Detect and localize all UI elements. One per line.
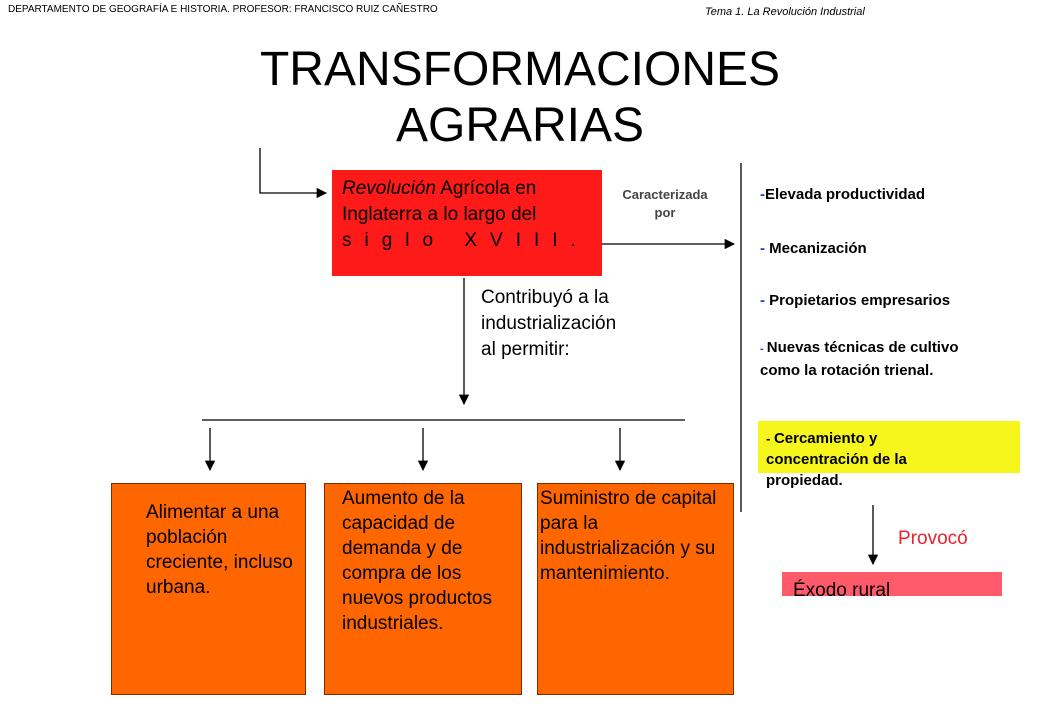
characterized-line-2: por bbox=[654, 205, 676, 220]
feature-text: Mecanización bbox=[769, 240, 867, 257]
feature-mechanization: - Mecanización bbox=[760, 238, 867, 259]
title-line-2: AGRARIAS bbox=[395, 99, 645, 152]
feature-techniques: - Nuevas técnicas de cultivo como la rot… bbox=[760, 337, 990, 381]
revolution-line-1-rest: Agrícola en bbox=[436, 178, 537, 199]
result-box-background bbox=[782, 572, 1002, 596]
contributed-line-3: al permitir: bbox=[481, 339, 570, 360]
result-box-text: Éxodo rural bbox=[793, 580, 891, 601]
characterized-line-1: Caracterizada bbox=[622, 187, 708, 202]
feature-text: Propietarios empresarios bbox=[769, 292, 951, 309]
feature-enclosure: - Cercamiento y concentración de la prop… bbox=[766, 428, 966, 491]
feature-dash: - bbox=[760, 292, 770, 309]
contributed-line-2: industrialización bbox=[481, 313, 617, 334]
consequence-text: Aumento de la capacidad de demanda y de … bbox=[342, 488, 492, 634]
highlight-background bbox=[758, 421, 1020, 473]
feature-dash: - bbox=[760, 240, 770, 257]
revolution-word: Revolución bbox=[342, 178, 436, 199]
feature-text: Cercamiento y concentración de la propie… bbox=[766, 430, 907, 489]
feature-dash: - bbox=[760, 343, 767, 355]
feature-dash: - bbox=[766, 431, 774, 446]
contributed-label: Contribuyó a la industrialización al per… bbox=[481, 285, 661, 363]
consequence-box-capital: Suministro de capital para la industrial… bbox=[537, 483, 734, 695]
consequence-box-feed: Alimentar a una población creciente, inc… bbox=[111, 483, 306, 695]
title-line-1: TRANSFORMACIONES bbox=[259, 43, 781, 96]
revolution-line-2: Inglaterra a lo largo del bbox=[342, 204, 537, 225]
characterized-label: Caracterizada por bbox=[610, 186, 720, 222]
contributed-line-1: Contribuyó a la bbox=[481, 287, 609, 308]
revolution-box: Revolución Agrícola en Inglaterra a lo l… bbox=[332, 170, 602, 276]
feature-text: Elevada productividad bbox=[765, 186, 926, 203]
provoked-label: Provocó bbox=[898, 528, 968, 549]
feature-owners: - Propietarios empresarios bbox=[760, 290, 950, 311]
revolution-line-3: siglo XVIII. bbox=[342, 230, 589, 251]
consequence-box-demand: Aumento de la capacidad de demanda y de … bbox=[324, 483, 522, 695]
revolution-line-1: Revolución Agrícola en bbox=[342, 176, 594, 202]
header-department: DEPARTAMENTO DE GEOGRAFÍA E HISTORIA. PR… bbox=[8, 4, 438, 15]
consequence-text: Alimentar a una población creciente, inc… bbox=[146, 502, 293, 598]
entry-arrow bbox=[259, 148, 328, 199]
consequence-text: Suministro de capital para la industrial… bbox=[540, 488, 717, 584]
feature-productivity: -Elevada productividad bbox=[760, 184, 925, 205]
feature-dash: - bbox=[760, 186, 765, 203]
feature-text: Nuevas técnicas de cultivo como la rotac… bbox=[760, 339, 959, 379]
page-title: TRANSFORMACIONES AGRARIAS bbox=[0, 42, 1040, 154]
header-topic: Tema 1. La Revolución Industrial bbox=[705, 6, 865, 18]
